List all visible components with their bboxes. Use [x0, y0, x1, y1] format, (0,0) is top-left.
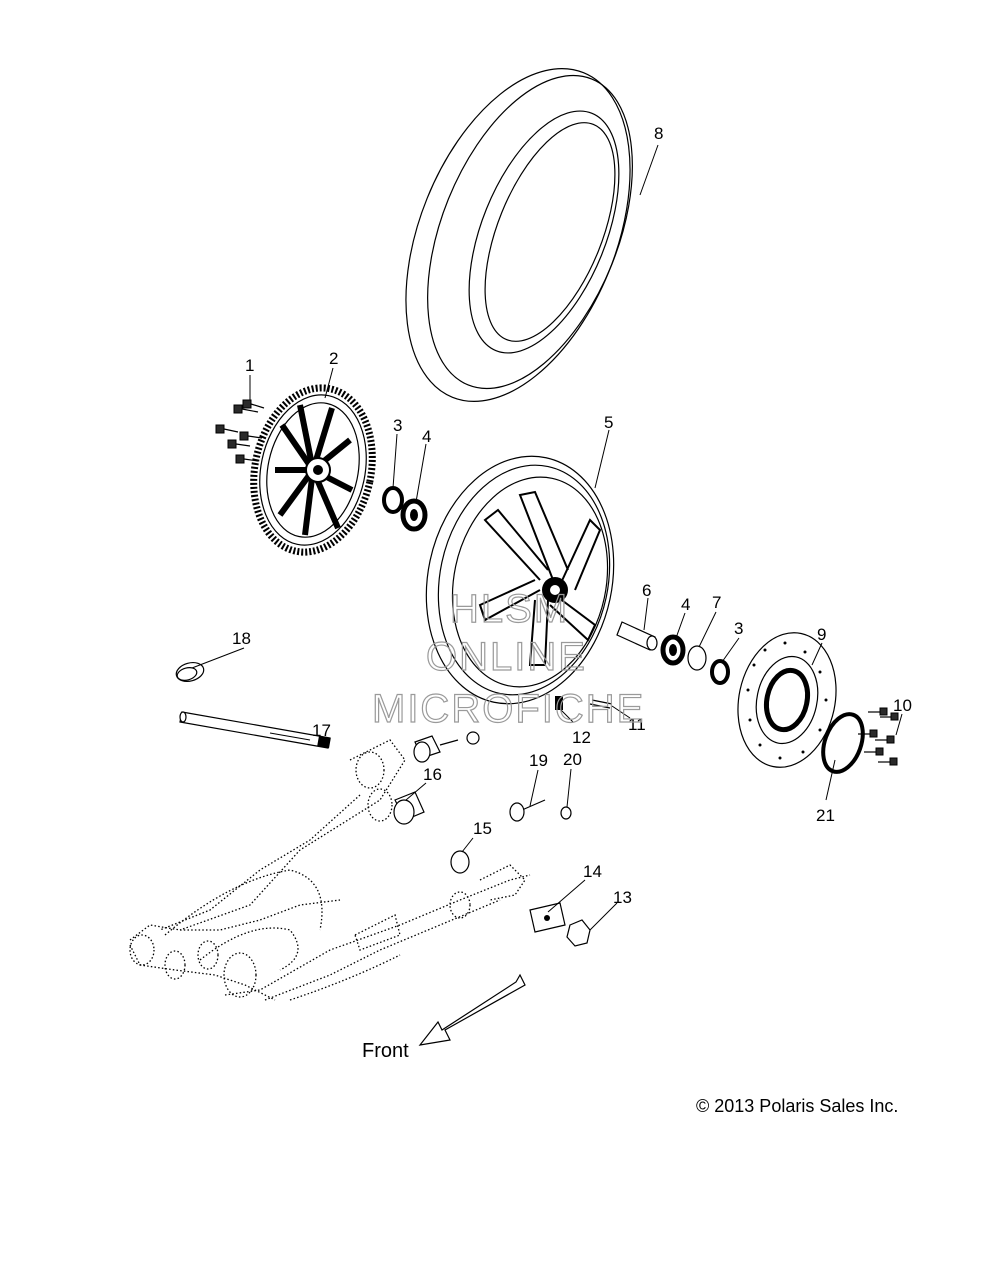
nut-20-part: [560, 806, 572, 820]
left-seal-part: [382, 486, 404, 514]
cotter-pin-part: [589, 699, 613, 709]
callout-20: 20: [563, 750, 582, 769]
callout-17: 17: [312, 721, 331, 740]
adjuster-plate-part: [529, 902, 566, 933]
pivot-bushing-lower-part: [393, 791, 425, 825]
axle-nut-part: [566, 919, 591, 947]
right-bearing-part: [660, 634, 686, 666]
front-direction-arrow: [418, 973, 526, 1046]
callout-21: 21: [816, 806, 835, 825]
right-seal-part: [710, 659, 730, 685]
tire-part: [405, 68, 633, 402]
disc-bolts-part: [858, 707, 899, 766]
callout-18: 18: [232, 629, 251, 648]
rear-axle-part: [179, 711, 331, 749]
callout-7: 7: [712, 593, 721, 612]
callout-8: 8: [654, 124, 663, 143]
callout-9: 9: [817, 625, 826, 644]
leader-lines: [191, 144, 903, 931]
watermark-line3: MICROFICHE: [372, 687, 645, 731]
callout-14: 14: [583, 862, 602, 881]
callout-1: 1: [245, 356, 254, 375]
pivot-nut-part: [466, 731, 480, 745]
callout-15: 15: [473, 819, 492, 838]
copyright-text: © 2013 Polaris Sales Inc.: [696, 1096, 899, 1116]
watermark: HLSM ONLINE MICROFICHE: [371, 586, 645, 731]
watermark-line1: HLSM: [450, 587, 569, 631]
callout-16: 16: [423, 765, 442, 784]
callout-11: 11: [628, 715, 646, 734]
bolt-19-part: [509, 799, 546, 822]
swingarm-part: [129, 739, 531, 1001]
callout-13: 13: [613, 888, 632, 907]
callout-labels: 1 2 3 4 5 6 4 7 3 8 9 10 11 12 13 14 15 …: [232, 124, 912, 907]
rear-wheel-part: [425, 455, 615, 705]
callout-4-right: 4: [681, 595, 690, 614]
callout-6: 6: [642, 581, 651, 600]
spacer-tube-part: [616, 621, 658, 651]
callout-10: 10: [893, 696, 912, 715]
watermark-line2: ONLINE: [426, 635, 587, 679]
callout-12: 12: [572, 728, 591, 747]
brake-disc-part: [737, 632, 837, 768]
callout-4: 4: [422, 427, 431, 446]
valve-stem-part: [555, 696, 563, 710]
pivot-bushing-upper-part: [413, 735, 441, 763]
snap-ring-part: [687, 645, 707, 671]
spacer-15-part: [450, 850, 470, 874]
axle-cap-part: [175, 661, 205, 683]
left-bearing-part: [400, 498, 428, 532]
callout-3: 3: [393, 416, 402, 435]
sprocket-bolts-part: [215, 399, 265, 464]
callout-3-right: 3: [734, 619, 743, 638]
callout-2: 2: [329, 349, 338, 368]
sprocket-pulley-part: [250, 384, 376, 556]
callout-19: 19: [529, 751, 548, 770]
pivot-bolt-part: [439, 739, 459, 746]
front-label: Front: [362, 1040, 409, 1062]
callout-5: 5: [604, 413, 613, 432]
